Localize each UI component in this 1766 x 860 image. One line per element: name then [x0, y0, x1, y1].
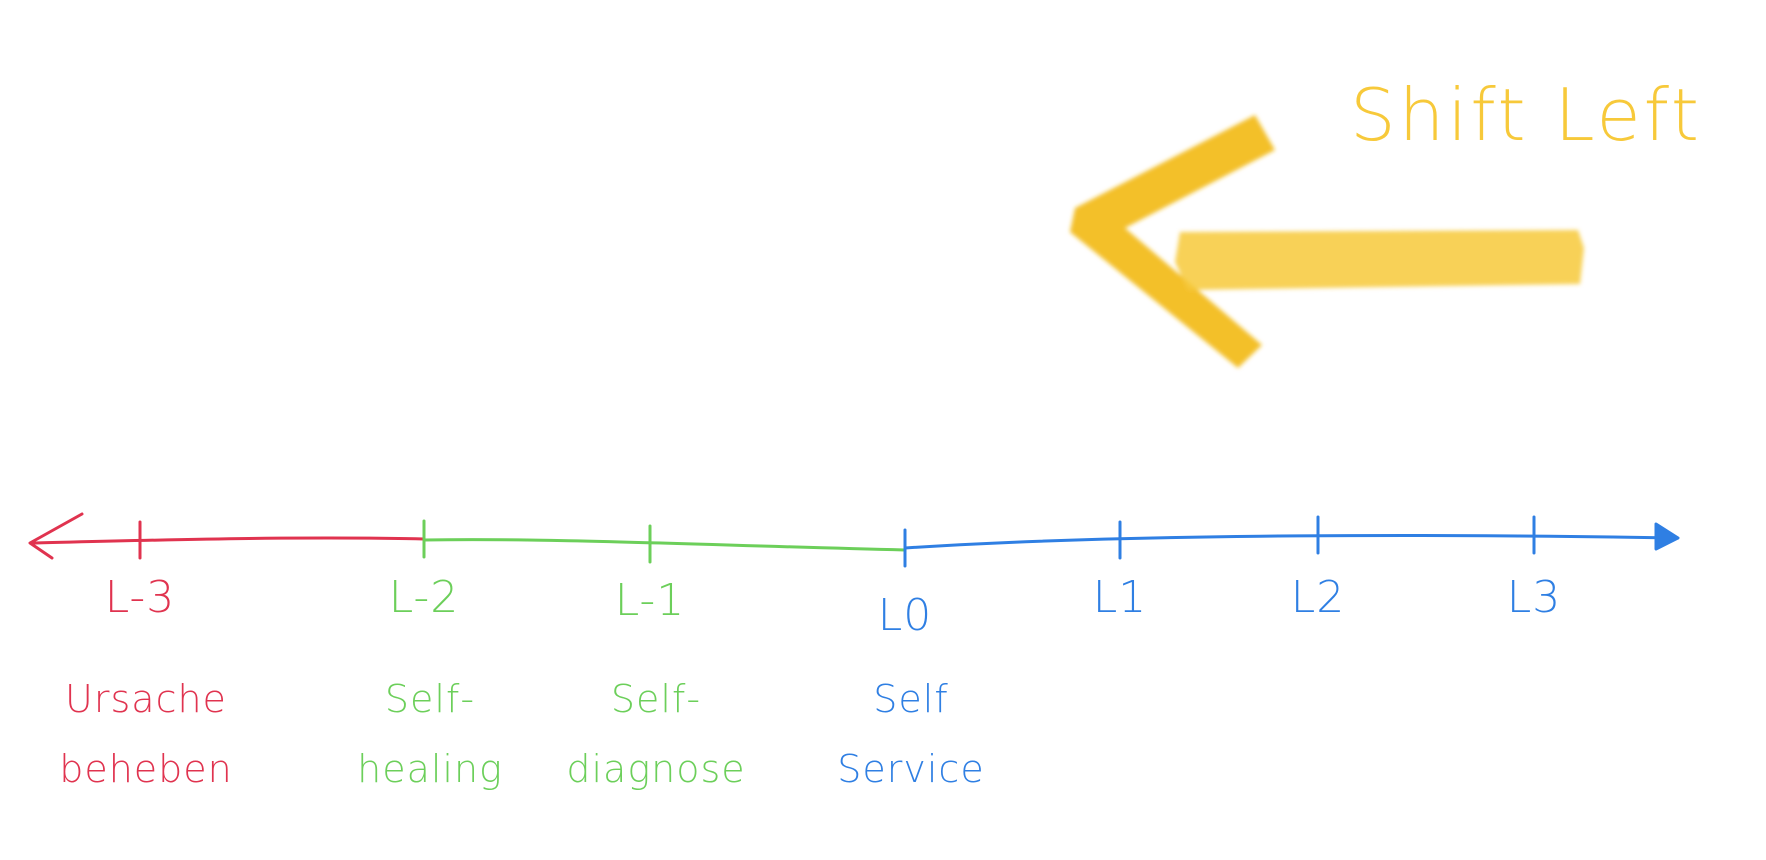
level-description-l-3-line-1: Ursache	[65, 677, 227, 721]
axis-ticks	[138, 515, 1536, 568]
level-label-l2: L2	[1291, 572, 1346, 623]
level-description-l-2-line-2: healing	[357, 747, 503, 791]
shift-left-title: Shift Left	[1350, 73, 1702, 157]
axis-arrow-right	[1654, 522, 1680, 551]
level-description-l0-line-1: Self	[873, 677, 948, 721]
axis-arrow-left	[28, 512, 84, 560]
level-label-l0: L0	[878, 590, 933, 641]
level-description-l-1-line-2: diagnose	[566, 747, 745, 791]
level-description-l-1-line-1: Self-	[611, 677, 701, 721]
level-label-l-3: L-3	[105, 572, 176, 623]
shift-left-arrow	[1070, 115, 1584, 368]
axis-segment-red	[30, 536, 426, 545]
level-description-l0-line-2: Service	[837, 747, 984, 791]
timeline-axis	[28, 512, 1680, 560]
level-label-l1: L1	[1093, 572, 1148, 623]
level-description-l-3-line-2: beheben	[59, 747, 233, 791]
shift-left-arrow-head	[1070, 115, 1275, 368]
level-label-l-1: L-1	[615, 575, 686, 626]
shift-left-arrow-shaft	[1175, 230, 1584, 290]
level-label-l-2: L-2	[389, 572, 460, 623]
axis-segment-green	[422, 538, 907, 552]
level-label-l3: L3	[1507, 572, 1562, 623]
level-description-l-2-line-1: Self-	[385, 677, 475, 721]
axis-segment-blue	[903, 533, 1678, 550]
